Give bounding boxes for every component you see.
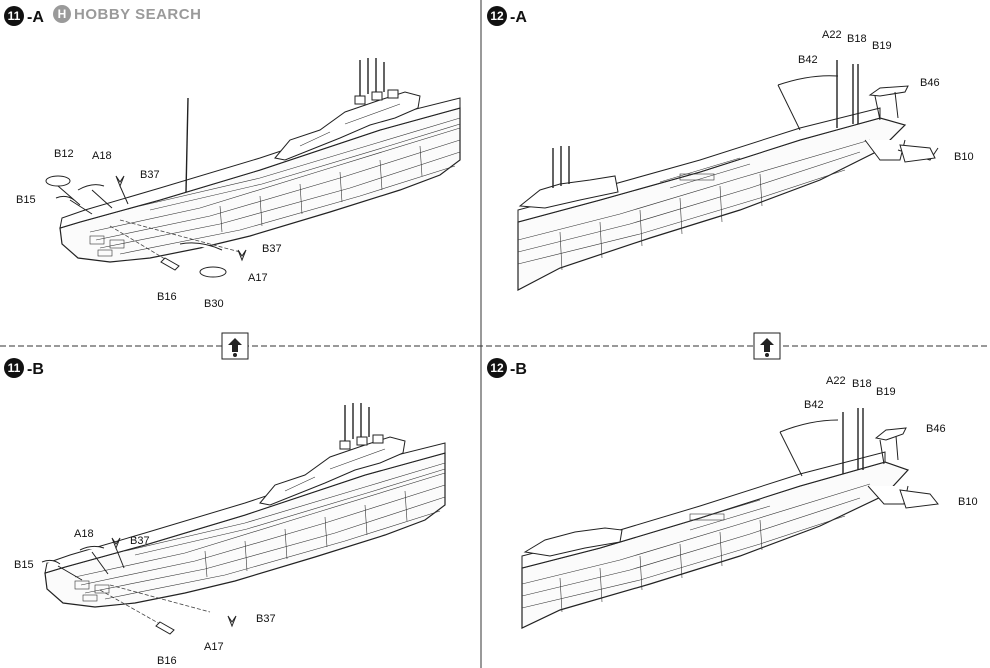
part-label: B19 xyxy=(876,386,896,398)
part-label: B16 xyxy=(157,291,177,303)
svg-text:11: 11 xyxy=(8,361,21,375)
step-badge: 11 -B xyxy=(4,358,44,378)
svg-text:12: 12 xyxy=(490,9,504,23)
step-badge: 11 -A xyxy=(4,6,44,26)
part-label: B10 xyxy=(954,151,974,163)
submarine-drawing xyxy=(59,57,461,263)
part-label: B42 xyxy=(804,399,824,411)
step-badge: 12 -B xyxy=(487,358,527,378)
svg-text:11: 11 xyxy=(8,9,21,23)
panel-step-12b: 12 -B A22 B18 B19 B42 B xyxy=(487,358,978,629)
svg-text:12: 12 xyxy=(490,361,504,375)
part-label: B37 xyxy=(140,169,160,181)
part-label: A18 xyxy=(92,150,112,162)
watermark: H HOBBY SEARCH xyxy=(53,5,201,23)
svg-text:HOBBY SEARCH: HOBBY SEARCH xyxy=(74,6,201,23)
part-label: B30 xyxy=(204,298,224,310)
submarine-drawing xyxy=(521,451,910,629)
parts-callouts xyxy=(779,408,939,509)
part-label: B37 xyxy=(130,535,150,547)
part-label: A18 xyxy=(74,528,94,540)
parts-callouts xyxy=(45,175,247,278)
part-label: A17 xyxy=(204,641,224,653)
part-label: A22 xyxy=(826,375,846,387)
part-label: A17 xyxy=(248,272,268,284)
part-label: B18 xyxy=(847,33,867,45)
part-label: B37 xyxy=(262,243,282,255)
panel-step-11b: 11 -B A18 B37 B15 B37 A17 B16 xyxy=(4,358,446,667)
part-label: B16 xyxy=(157,655,177,667)
part-label: B10 xyxy=(958,496,978,508)
part-label: B37 xyxy=(256,613,276,625)
step-badge: 12 -A xyxy=(487,6,527,26)
svg-text:-B: -B xyxy=(510,361,527,378)
svg-text:-A: -A xyxy=(27,9,44,26)
part-label: B15 xyxy=(14,559,34,571)
parts-callouts xyxy=(777,60,936,163)
part-label: A22 xyxy=(822,29,842,41)
flip-over-icon xyxy=(221,332,249,360)
part-label: B18 xyxy=(852,378,872,390)
part-label: B12 xyxy=(54,148,74,160)
flip-over-icon xyxy=(753,332,781,360)
svg-text:H: H xyxy=(58,7,67,21)
part-label: B15 xyxy=(16,194,36,206)
part-label: B42 xyxy=(798,54,818,66)
submarine-drawing xyxy=(44,402,446,608)
panel-step-12a: 12 -A xyxy=(487,6,974,291)
part-label: B46 xyxy=(926,423,946,435)
svg-text:-B: -B xyxy=(27,361,44,378)
parts-callouts xyxy=(41,537,237,635)
svg-text:-A: -A xyxy=(510,9,527,26)
submarine-drawing xyxy=(517,107,939,291)
panel-step-11a: 11 -A B12 A18 B37 B15 B37 xyxy=(4,6,461,310)
part-label: B46 xyxy=(920,77,940,89)
part-label: B19 xyxy=(872,40,892,52)
